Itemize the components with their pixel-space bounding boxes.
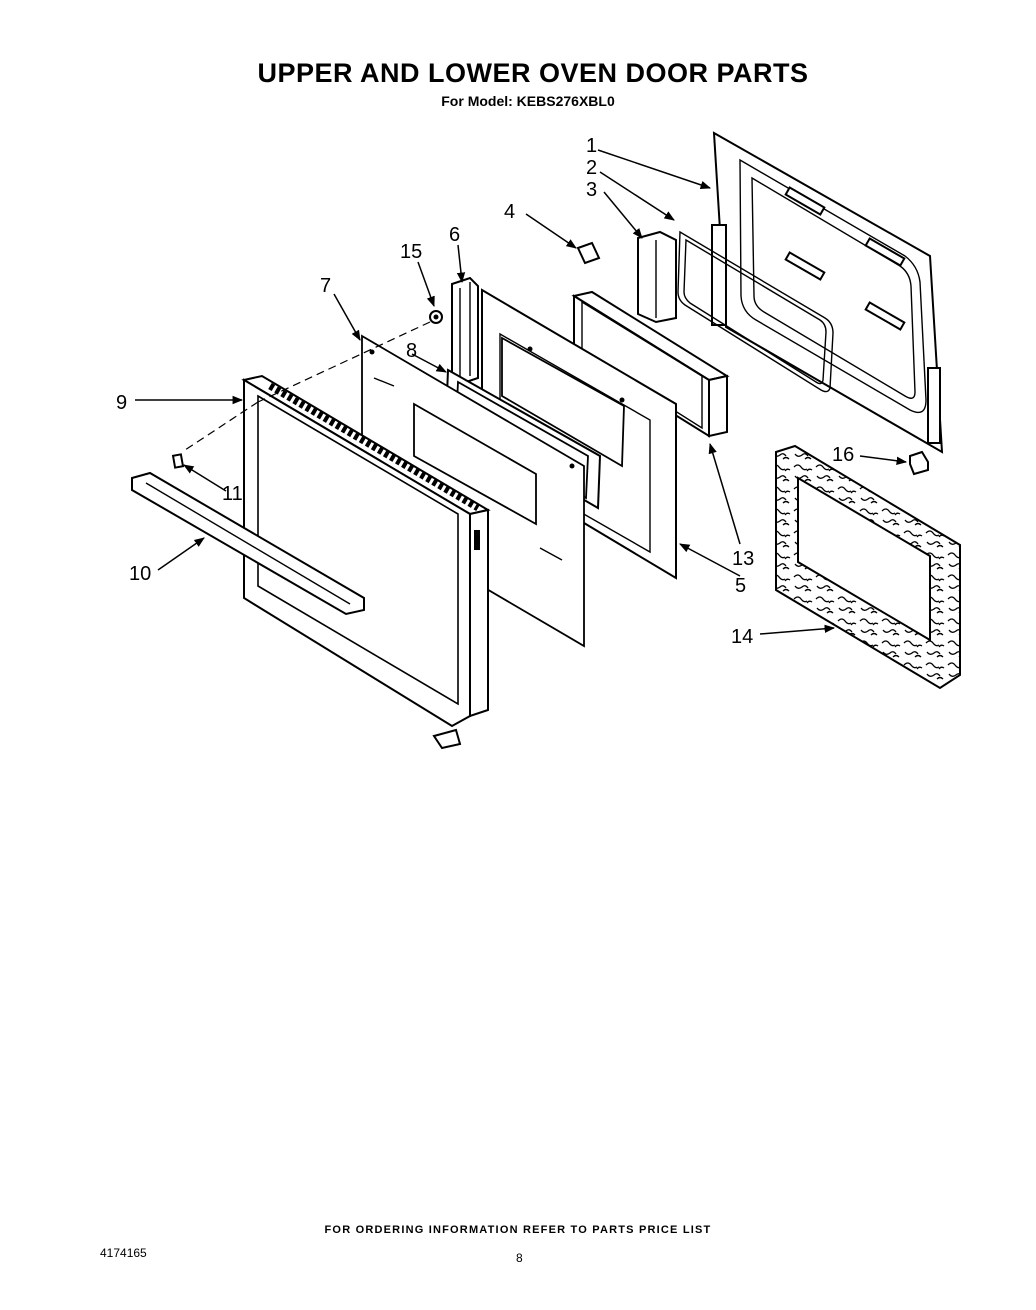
page-title: UPPER AND LOWER OVEN DOOR PARTS [257, 58, 809, 88]
page-number: 8 [516, 1251, 523, 1265]
callout-9: 9 [116, 392, 127, 414]
door-grommet [429, 310, 443, 324]
callout-7: 7 [320, 275, 331, 297]
model-line: For Model: KEBS276XBL0 [441, 93, 615, 109]
document-number: 4174165 [100, 1246, 147, 1260]
inner-door-panel [711, 131, 944, 454]
callout-3: 3 [586, 179, 597, 201]
callout-1: 1 [586, 135, 597, 157]
callout-13: 13 [732, 548, 754, 570]
callout-8: 8 [406, 340, 417, 362]
retainer-clip [576, 241, 601, 265]
ordering-note: FOR ORDERING INFORMATION REFER TO PARTS … [324, 1224, 712, 1236]
callout-14: 14 [731, 626, 753, 648]
hinge-bracket [637, 230, 677, 324]
side-channel [451, 276, 479, 386]
door-handle [131, 471, 365, 616]
callout-16: 16 [832, 444, 854, 466]
callout-10: 10 [129, 563, 151, 585]
callout-6: 6 [449, 224, 460, 246]
door-liner-box [571, 290, 730, 438]
handle-clip [171, 453, 185, 469]
callout-2: 2 [586, 157, 597, 179]
callout-11: 11 [222, 483, 243, 505]
door-insulation [775, 444, 961, 690]
door-gasket [677, 230, 834, 393]
hinge-receptacle [909, 450, 929, 476]
callout-15: 15 [400, 241, 422, 263]
exploded-diagram: 1 2 3 4 5 6 7 8 9 10 11 13 14 15 16 [116, 131, 961, 750]
outer-door-frame [241, 374, 491, 750]
callout-4: 4 [504, 201, 515, 223]
callout-5: 5 [735, 575, 746, 597]
